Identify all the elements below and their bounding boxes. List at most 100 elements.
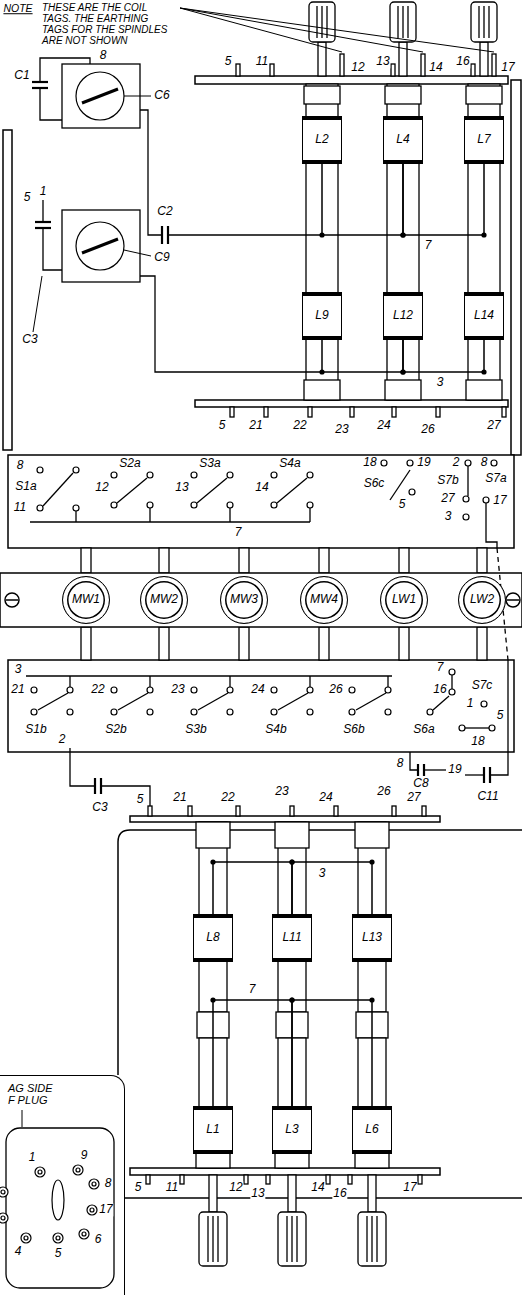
coil-tag — [340, 54, 344, 76]
tag-number: 8 — [16, 459, 25, 472]
coil-name: L2 — [315, 133, 328, 146]
knob-rib — [326, 6, 327, 38]
plug-pin — [24, 1236, 28, 1240]
knob-rib — [296, 1216, 297, 1262]
tag-number: 5 — [23, 191, 32, 204]
coil-winding: L12 — [383, 292, 423, 340]
leader-line — [22, 1110, 23, 1127]
tag-number: 26 — [328, 683, 343, 696]
coil-winding: L9 — [302, 292, 342, 340]
wafer-wire — [149, 676, 150, 687]
note-text: THESE ARE THE COIL TAGS. THE EARTHING TA… — [42, 2, 176, 46]
wire — [490, 660, 508, 775]
coil-tag — [418, 1175, 422, 1184]
switch-contact — [37, 505, 43, 511]
note-heading: NOTE — [2, 3, 33, 15]
pin-number: 8 — [104, 1177, 113, 1190]
button-plunger — [239, 548, 249, 573]
tag-number: 19 — [416, 456, 431, 469]
switch-contact — [385, 687, 391, 693]
tag-number: 16 — [332, 1187, 347, 1200]
switch-blade — [433, 696, 449, 710]
coil-winding: L14 — [464, 292, 504, 340]
trimmer-capacitor — [62, 210, 140, 282]
switch-contact — [111, 709, 117, 715]
leader-line — [180, 8, 423, 52]
bus-wire — [292, 862, 372, 914]
switch-label: S3a — [198, 457, 221, 470]
coil-name: L3 — [285, 1123, 298, 1136]
coil-tag — [326, 1175, 330, 1184]
coil-name: L6 — [365, 1123, 378, 1136]
bus-number: 7 — [424, 239, 433, 252]
bus-wire — [292, 1000, 372, 1106]
capacitor-label: C6 — [153, 89, 170, 102]
tag-number: 2 — [452, 456, 461, 469]
tag-number: 11 — [13, 501, 27, 514]
switch-label: S7a — [484, 472, 507, 485]
coil-tag — [264, 407, 268, 417]
plug-pin — [1, 1190, 5, 1194]
tag-number: 2 — [58, 733, 67, 746]
tag-number: 5 — [224, 55, 233, 68]
tag-number: 3 — [444, 510, 453, 523]
wire — [140, 276, 322, 372]
tag-number: 18 — [362, 456, 377, 469]
bus-number: 3 — [318, 867, 327, 880]
coil-name: L9 — [315, 309, 328, 322]
coil-name: L4 — [396, 133, 409, 146]
button-plunger — [159, 627, 169, 660]
plug-pin — [56, 1236, 60, 1240]
switch-contact — [449, 669, 455, 675]
wire — [40, 58, 90, 82]
knob-rib — [488, 6, 489, 38]
pin-number: 9 — [80, 1149, 89, 1162]
pin-number: 6 — [94, 1233, 103, 1246]
former-bush — [385, 86, 421, 104]
switch-blade — [43, 473, 73, 506]
wafer-wire — [69, 676, 70, 687]
chassis-side — [511, 80, 521, 455]
coil-winding: L13 — [352, 914, 392, 962]
tag-number: 18 — [470, 735, 485, 748]
chassis-side — [3, 130, 12, 450]
wafer-wire — [149, 508, 150, 522]
switch-contact — [427, 709, 433, 715]
switch-label: S4b — [264, 723, 287, 736]
wafer-wire — [26, 675, 392, 676]
button-plunger — [81, 548, 91, 573]
coil-tag — [236, 64, 240, 76]
push-button: MW2 — [140, 576, 188, 624]
coil-tag — [471, 64, 475, 76]
tag-number: 1 — [466, 697, 475, 710]
coil-tag — [391, 64, 395, 76]
switch-contact — [349, 709, 355, 715]
switch-blade — [198, 693, 228, 710]
chassis-frame — [3, 76, 522, 1198]
switch-contact — [271, 687, 277, 693]
trimmer-capacitor — [76, 72, 124, 120]
tag-number: 1 — [39, 185, 48, 198]
switch-blade — [465, 727, 489, 728]
tag-number: 7 — [234, 526, 243, 539]
plug-pin — [92, 1182, 96, 1186]
wire — [42, 200, 43, 222]
switch-blade — [38, 693, 68, 710]
coil-tag — [188, 806, 192, 816]
switch-contact — [111, 472, 117, 478]
bus-wire — [322, 164, 403, 235]
former-bush — [466, 86, 502, 104]
switch-contact — [31, 687, 37, 693]
pin-number: 1 — [28, 1151, 37, 1164]
switch-label: S3b — [184, 723, 207, 736]
wire — [168, 234, 322, 235]
switch-contact — [449, 689, 455, 695]
button-name: LW1 — [392, 593, 416, 606]
plug-pin — [38, 1170, 42, 1174]
bus-wire — [213, 1000, 292, 1106]
tag-number: 21 — [172, 791, 187, 804]
button-name: MW4 — [310, 593, 338, 606]
button-name: MW3 — [230, 593, 258, 606]
tag-number: 14 — [428, 61, 443, 74]
plug-pin — [79, 1229, 89, 1239]
